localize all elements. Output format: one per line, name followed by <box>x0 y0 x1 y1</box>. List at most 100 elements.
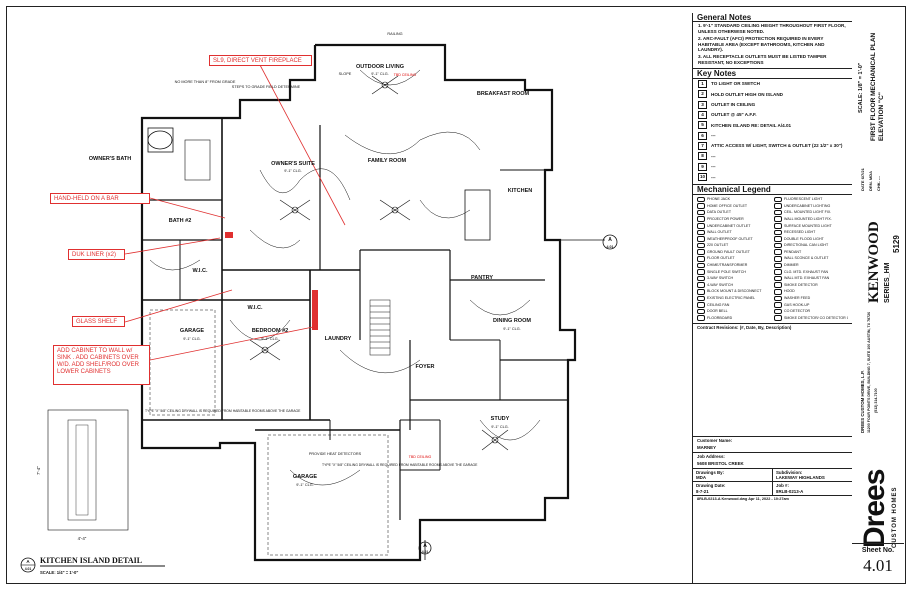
legend-item: HOOD <box>774 288 848 295</box>
tbd-ceiling: TBD CEILING <box>394 73 417 77</box>
legend-symbol-icon <box>774 223 782 229</box>
legend-symbol-icon <box>774 209 782 216</box>
plan-number: 5129 <box>892 235 901 253</box>
ceiling-height: 9'-1" CLG. <box>261 337 278 341</box>
legend-item: 4-WAY SWITCH <box>697 282 771 288</box>
room-wic-1: W.I.C. <box>193 268 208 274</box>
legend-symbol-icon <box>697 282 705 288</box>
legend-item: WALL OUTLET <box>697 229 771 236</box>
legend-symbol-icon <box>774 236 782 242</box>
legend-symbol-icon <box>774 262 782 269</box>
legend-item: SMOKE DETECTOR <box>774 282 848 288</box>
customer-block: Customer Name: MARNEY <box>693 437 852 453</box>
legend-item: RECESSED LIGHT <box>774 229 848 236</box>
room-garage-2: GARAGE <box>293 474 317 480</box>
legend-symbol-icon <box>774 242 782 249</box>
legend-item: BLOCK MOUNT & DISCONNECT <box>697 288 771 295</box>
railing-note: RAILING <box>387 32 402 36</box>
room-outdoor-living: OUTDOOR LIVING <box>356 64 404 70</box>
legend-symbol-icon <box>774 249 782 255</box>
rev-row: CHK. --- <box>876 176 881 191</box>
legend-item: WALL MTD. EXHAUST FAN <box>774 275 848 282</box>
legend-symbol-icon <box>697 288 705 295</box>
customer-name-label: Customer Name: <box>697 437 733 443</box>
detail-tag: A <box>26 559 30 564</box>
red-marker <box>225 232 233 238</box>
legend-item: 3-WAY SWITCH <box>697 275 771 282</box>
legend-symbol-icon <box>774 203 782 209</box>
section-tag-2: A <box>423 543 427 549</box>
legend-symbol-icon <box>774 196 782 203</box>
section-sheet-2: 4.01 <box>422 550 429 554</box>
drees-logo: Drees <box>858 469 891 548</box>
legend-symbol-icon <box>697 223 705 229</box>
ceiling-height: 9'-1" CLG. <box>284 169 301 173</box>
ceiling-height: 9'-1" CLG. <box>503 327 520 331</box>
legend-symbol-icon <box>697 308 705 315</box>
legend-item: HOME OFFICE OUTLET <box>697 203 771 209</box>
legend-item: UNDERCABINET OUTLET <box>697 223 771 229</box>
legend-item: CEIL. MOUNTED LIGHT FIX. <box>774 209 848 216</box>
general-note: 3. ALL RECEPTACLE OUTLETS MUST BE LISTED… <box>698 54 827 65</box>
room-laundry: LAUNDRY <box>325 336 352 342</box>
legend-item: WEATHERPROOF OUTLET <box>697 236 771 242</box>
sheet-number: 4.01 <box>863 556 893 575</box>
legend-item: SINGLE POLE SWITCH <box>697 269 771 275</box>
sheet-title-2: ELEVATION "C" <box>878 92 885 141</box>
legend-item: FLOOR OUTLET <box>697 255 771 262</box>
legend-item: WALL SCONCE & OUTLET <box>774 255 848 262</box>
legend-item: CO DETECTOR <box>774 308 848 315</box>
legend-item: GAS HOOK-UP <box>774 302 848 308</box>
ceiling-height: 9'-1" CLG. <box>296 483 313 487</box>
tbd-ceiling-2: TBD CEILING <box>409 455 432 459</box>
drees-logo-sub: CUSTOM HOMES <box>892 486 898 548</box>
garage-drywall-note-2: TYPE "X" 5/8" CEILING DRYWALL IS REQUIRE… <box>322 463 478 467</box>
room-dining: DINING ROOM <box>493 318 531 324</box>
exterior-wall <box>140 43 577 562</box>
legend-item: CHIME/TRANSFORMER <box>697 262 771 269</box>
title-block: SCALE: 1/8" = 1'-0" FIRST FLOOR MECHANIC… <box>852 13 904 583</box>
general-note: 1. 9'-1" STANDARD CEILING HEIGHT THROUGH… <box>698 23 846 34</box>
legend-item: CLG. MTD. EXHAUST FAN <box>774 269 848 275</box>
notes-panel: General Notes 1. 9'-1" STANDARD CEILING … <box>692 13 852 583</box>
legend-symbol-icon <box>774 269 782 275</box>
rev-row: DRN. MDA <box>868 170 873 191</box>
legend-symbol-icon <box>697 196 705 203</box>
sheet-number-box: Sheet No. 4.01 <box>852 543 904 583</box>
legend-symbol-icon <box>697 315 705 321</box>
legend-item: FLUORESCENT LIGHT <box>774 196 848 203</box>
room-foyer: FOYER <box>416 364 435 370</box>
legend-symbol-icon <box>774 308 782 315</box>
slope-note: SLOPE <box>339 72 352 76</box>
callout-glass-shelf: GLASS SHELF <box>72 316 125 327</box>
key-note: 6--- <box>693 131 852 141</box>
legend-item: PHONE JACK <box>697 196 771 203</box>
room-bath-2: BATH #2 <box>169 218 192 224</box>
legend-symbol-icon <box>774 282 782 288</box>
legend-item: DIMMER <box>774 262 848 269</box>
general-notes-title: General Notes <box>693 13 852 23</box>
room-family: FAMILY ROOM <box>368 158 407 164</box>
date-row: Drawing Date:8-7-21 Job #:8RLB-0213-A <box>693 482 852 497</box>
file-stamp: 8RLB-0213-A Kenwood.dwg Apr 11, 2022 - 1… <box>697 497 789 502</box>
legend-symbol-icon <box>697 209 705 216</box>
red-marker <box>312 290 318 330</box>
company-phone: (512) 314-7100 <box>874 388 878 413</box>
ceiling-height: 9'-1" CLG. <box>371 72 388 76</box>
callout-duk-liner: DUK LINER (x2) <box>68 249 125 260</box>
general-notes: General Notes 1. 9'-1" STANDARD CEILING … <box>693 13 852 70</box>
legend-item: DIRECTIONAL CAN LIGHT <box>774 242 848 249</box>
legend-item: FLOORBOARD <box>697 315 771 321</box>
drawing-sheet <box>6 6 906 584</box>
callout-fireplace: SL9, DIRECT VENT FIREPLACE <box>209 55 312 66</box>
detail-sheet: 4.01 <box>25 567 32 571</box>
legend-symbol-icon <box>697 255 705 262</box>
ceiling-height: 9'-1" CLG. <box>491 425 508 429</box>
legend-item: GROUND FAULT OUTLET <box>697 249 771 255</box>
